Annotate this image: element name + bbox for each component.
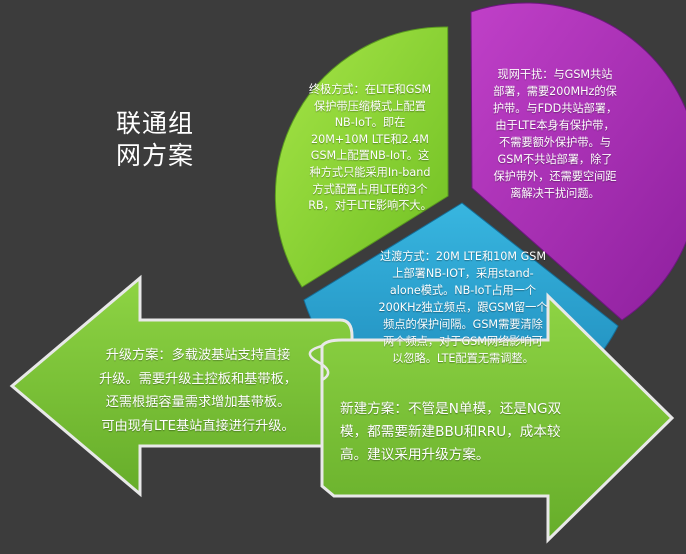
diagram-title: 联通组 网方案 (116, 109, 195, 170)
green-segment-text: 终极方式：在LTE和GSM 保护带压缩模式上配置 NB-IoT。即在 20M+1… (308, 83, 432, 213)
upgrade-plan-text: 升级方案：多载波基站支持直接 升级。需要升级主控板和基带板， 还需根据容量需求增… (99, 348, 297, 434)
blue-segment-text: 过渡方式：20M LTE和10M GSM 上部署NB-IOT，采用stand- … (378, 250, 548, 365)
scroll-fold (308, 344, 330, 382)
segment-green (274, 26, 449, 288)
left-arrow (9, 274, 354, 498)
purple-segment-text: 现网干扰：与GSM共站 部署，需要200MHz的保 护带。与FDD共站部署， 由… (492, 68, 618, 200)
right-arrow (320, 292, 675, 544)
new-build-plan-text: 新建方案：不管是N单模，还是NG双 模，都需要新建BBU和RRU，成本较 高。建… (340, 401, 562, 463)
segment-purple (470, 2, 686, 321)
